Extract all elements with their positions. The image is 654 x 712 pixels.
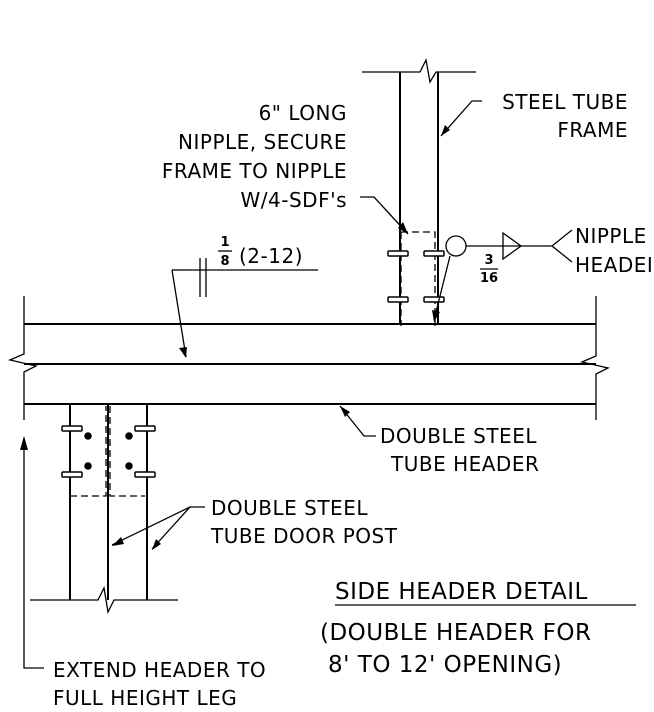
svg-text:(DOUBLE HEADER FOR: (DOUBLE HEADER FOR <box>320 620 591 646</box>
nipple-note: 6" LONG NIPPLE, SECURE FRAME TO NIPPLE W… <box>162 101 347 212</box>
steel-tube-frame <box>362 57 476 324</box>
extend-header-note: EXTEND HEADER TO FULL HEIGHT LEG <box>53 658 266 710</box>
svg-text:W/4-SDF's: W/4-SDF's <box>241 188 347 212</box>
svg-text:TUBE HEADER: TUBE HEADER <box>390 452 539 476</box>
steel-tube-frame-label: STEEL TUBE FRAME <box>502 90 628 142</box>
svg-text:3: 3 <box>484 253 493 268</box>
svg-text:6" LONG: 6" LONG <box>259 101 347 125</box>
extend-header-leader <box>20 436 44 669</box>
svg-text:(2-12): (2-12) <box>239 244 303 268</box>
double-header-leader <box>339 405 376 437</box>
svg-text:NIPPLE: NIPPLE <box>575 224 647 248</box>
svg-text:NIPPLE, SECURE: NIPPLE, SECURE <box>178 130 347 154</box>
svg-text:16: 16 <box>480 271 498 286</box>
svg-text:HEADEI: HEADEI <box>575 253 653 277</box>
detail-title: SIDE HEADER DETAIL <box>335 579 636 606</box>
double-steel-tube-header-label: DOUBLE STEEL TUBE HEADER <box>380 424 539 476</box>
nipple-note-leader <box>360 196 409 235</box>
nipple-weld-symbol <box>432 229 573 322</box>
svg-text:TUBE DOOR POST: TUBE DOOR POST <box>210 524 398 548</box>
door-post-leaders <box>111 506 205 550</box>
svg-text:DOUBLE STEEL: DOUBLE STEEL <box>211 496 368 520</box>
svg-text:SIDE HEADER DETAIL: SIDE HEADER DETAIL <box>335 579 588 605</box>
svg-text:STEEL TUBE: STEEL TUBE <box>502 90 628 114</box>
svg-text:FRAME TO NIPPLE: FRAME TO NIPPLE <box>162 159 347 183</box>
svg-text:EXTEND HEADER TO: EXTEND HEADER TO <box>53 658 266 682</box>
double-steel-tube-door-post-label: DOUBLE STEEL TUBE DOOR POST <box>210 496 398 548</box>
header-weld-symbol <box>171 258 318 358</box>
nipple-weld-label: 3 16 <box>480 253 498 286</box>
post-inserts <box>70 406 145 497</box>
post-fasteners <box>61 425 156 478</box>
svg-text:1: 1 <box>220 235 229 250</box>
svg-text:FULL HEIGHT LEG: FULL HEIGHT LEG <box>53 686 237 710</box>
header-weld-label: 1 8 (2-12) <box>218 235 303 269</box>
nipple-insert <box>400 231 436 326</box>
steel-tube-frame-leader <box>440 100 482 137</box>
svg-text:8: 8 <box>220 254 229 269</box>
double-steel-tube-door-post <box>30 404 178 615</box>
detail-subtitle: (DOUBLE HEADER FOR 8' TO 12' OPENING) <box>320 620 591 678</box>
svg-text:DOUBLE STEEL: DOUBLE STEEL <box>380 424 537 448</box>
nipple-header-label: NIPPLE HEADEI <box>575 224 653 277</box>
svg-text:8' TO 12' OPENING): 8' TO 12' OPENING) <box>328 652 562 678</box>
double-steel-tube-header <box>7 296 610 420</box>
svg-text:FRAME: FRAME <box>557 118 628 142</box>
